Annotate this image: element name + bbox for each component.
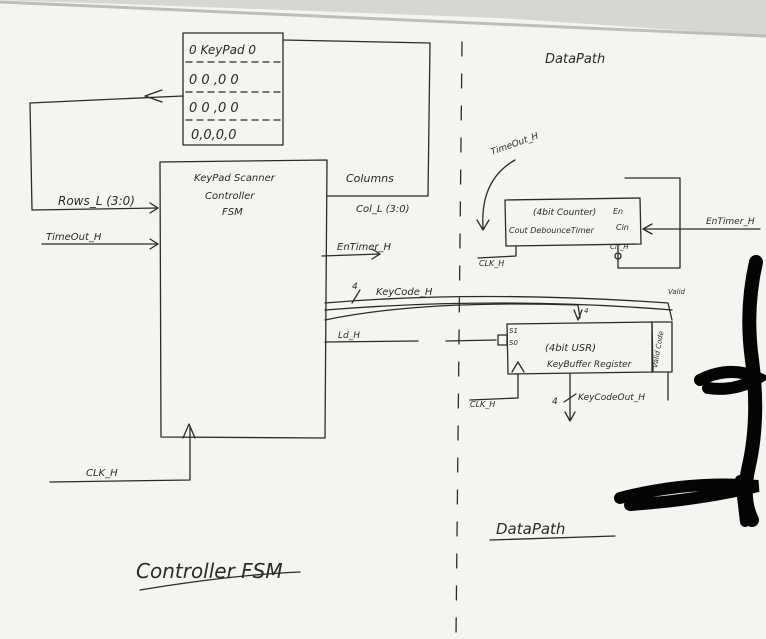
controller-title-line-2: Controller bbox=[205, 191, 255, 202]
rows-label: Rows_L (3:0) bbox=[58, 194, 135, 208]
keycode-second-line bbox=[324, 302, 673, 311]
ld-to-register-wire bbox=[445, 339, 497, 342]
keypad-row-1: 0 KeyPad 0 bbox=[189, 43, 256, 57]
datapath-underline bbox=[489, 535, 616, 541]
keypad-grid bbox=[182, 32, 284, 146]
controller-fsm-block bbox=[159, 159, 328, 439]
clk-register-triangle-icon bbox=[511, 361, 525, 373]
keypad-row-2: 0 0 ,0 0 bbox=[189, 73, 239, 88]
keycode-label: KeyCode_H bbox=[376, 287, 433, 298]
timer-line-1: (4bit Counter) bbox=[533, 208, 596, 218]
controller-title-line-3: FSM bbox=[222, 207, 243, 218]
clk-timer-wire bbox=[477, 245, 517, 259]
whiteboard-top-frame bbox=[0, 0, 766, 38]
clk-timer-label: CLK_H bbox=[479, 259, 504, 268]
rows-input-arrow-icon bbox=[149, 202, 159, 214]
register-output-slash bbox=[563, 393, 577, 403]
entimer-datapath-arrow-icon bbox=[642, 223, 653, 235]
col-label: Col_L (3:0) bbox=[356, 204, 410, 215]
timeout-arrow-icon bbox=[149, 238, 159, 250]
timer-pin-clr: Clr_H bbox=[610, 243, 629, 251]
timeout-label: TimeOut_H bbox=[46, 232, 102, 243]
keycode-width-label: 4 bbox=[352, 282, 358, 292]
clk-register-label: CLK_H bbox=[470, 400, 495, 409]
columns-bus-wire bbox=[282, 39, 431, 197]
controller-section-underline bbox=[139, 571, 301, 591]
keycode-bus-slash bbox=[351, 289, 361, 304]
timer-pin-en: En bbox=[613, 207, 623, 216]
register-output-arrow-icon bbox=[564, 411, 576, 422]
entimer-datapath-label: EnTimer_H bbox=[706, 217, 755, 227]
clk-controller-triangle-icon bbox=[182, 423, 196, 439]
columns-label: Columns bbox=[346, 172, 394, 185]
register-pin-s1: S1 bbox=[509, 327, 518, 335]
register-output-label: KeyCodeOut_H bbox=[578, 393, 645, 403]
debounce-timer-block bbox=[504, 197, 642, 247]
s-pin-box bbox=[497, 334, 508, 346]
keycode-register-arrow-icon bbox=[573, 309, 583, 321]
register-line-2: KeyBuffer Register bbox=[547, 360, 633, 370]
rows-arrow-icon bbox=[144, 89, 163, 103]
ld-label: Ld_H bbox=[338, 331, 360, 341]
register-pin-s0: S0 bbox=[509, 339, 518, 347]
keypad-row-4: 0,0,0,0 bbox=[191, 128, 236, 143]
entimer-arrow-icon bbox=[371, 248, 381, 260]
timer-pin-cin: Cin bbox=[616, 223, 629, 232]
entimer-output-wire bbox=[321, 253, 381, 257]
rows-bus-wire bbox=[29, 95, 184, 211]
clr-bubble-icon bbox=[614, 252, 622, 260]
keycode-bus-lower bbox=[324, 303, 581, 321]
entimer-label: EnTimer_H bbox=[337, 242, 392, 253]
datapath-title-top: DataPath bbox=[545, 52, 605, 67]
controller-title-line-1: KeyPad Scanner bbox=[194, 173, 276, 184]
register-line-1: (4bit USR) bbox=[545, 343, 596, 354]
keypad-row-3: 0 0 ,0 0 bbox=[189, 101, 239, 116]
ld-wire bbox=[324, 340, 419, 343]
valid-label: Valid bbox=[668, 288, 686, 296]
controller-section-label: Controller FSM bbox=[136, 559, 283, 583]
timeout-feedback-arrow-icon bbox=[476, 219, 490, 231]
clk-controller-label: CLK_H bbox=[86, 468, 118, 479]
timeout-feedback-wire bbox=[482, 159, 516, 229]
valid-code-box bbox=[651, 321, 673, 373]
register-bus-width-label: 4 bbox=[584, 307, 588, 315]
section-divider-line bbox=[455, 41, 463, 637]
marker-scribble bbox=[614, 255, 766, 527]
timer-line-2: Cout DebounceTimer bbox=[509, 226, 595, 235]
datapath-title-bottom: DataPath bbox=[496, 520, 565, 538]
register-output-width-label: 4 bbox=[552, 397, 558, 407]
clk-controller-wire bbox=[49, 425, 191, 483]
keycode-bus-wire bbox=[324, 295, 673, 321]
debounce-timer-back-box bbox=[617, 177, 681, 269]
clk-register-wire bbox=[469, 373, 519, 401]
